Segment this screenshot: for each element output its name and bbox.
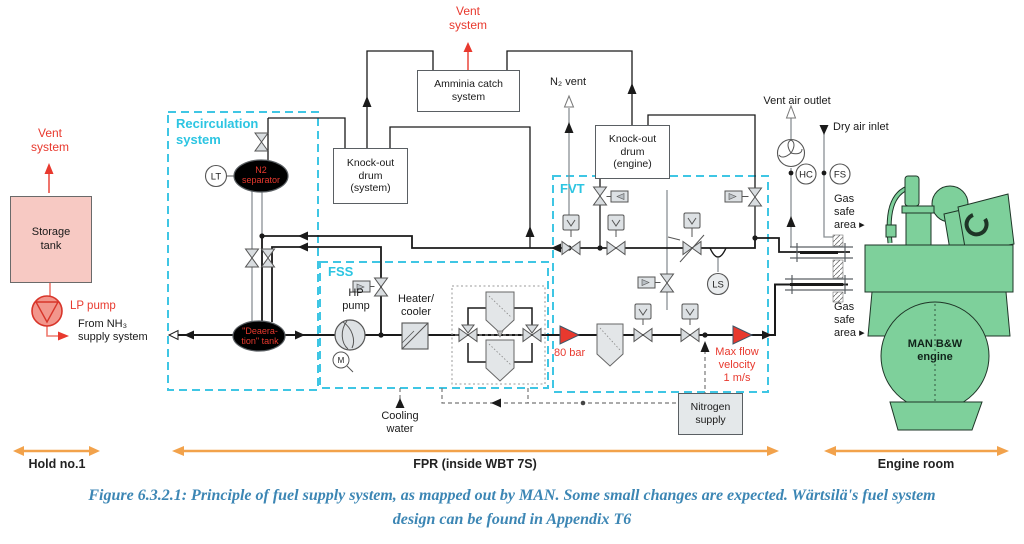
deaeration-tank-vessel [232, 320, 286, 352]
zone-engine-room-label: Engine room [877, 457, 955, 471]
deaeration-tank-label: "Deaera-tion" tank [241, 326, 279, 347]
vent-pipes [267, 50, 756, 248]
filter-assembly [451, 285, 546, 385]
pipe-bundle-upper [790, 243, 853, 262]
spring-actuators [562, 212, 701, 325]
zone-fpr-label: FPR (inside WBT 7S) [413, 457, 537, 471]
zone-hold-label: Hold no.1 [28, 457, 86, 471]
red-lines [44, 42, 473, 341]
dry-air-inlet-label: Dry air inlet [833, 121, 889, 133]
storage-tank: Storage tank [10, 196, 92, 283]
fss-label: FSS [328, 264, 354, 279]
fvt-label: FVT [560, 181, 585, 196]
fan-icon [776, 138, 806, 168]
knockout-drum-system-box: Knock-out drum (system) [333, 148, 408, 204]
valves [244, 132, 763, 343]
instrument-bubbles: LT LS HC FS M [204, 163, 851, 365]
zone-arrows [13, 446, 1009, 456]
lp-pump-symbol [31, 295, 63, 327]
recirculation-boundary [167, 111, 319, 391]
hp-pump-symbol [332, 319, 366, 373]
heater-cooler-symbol [401, 322, 429, 350]
hc-indicator: HC [799, 170, 813, 181]
control-valve-slash [679, 234, 705, 263]
80-bar-label: 80 bar [554, 347, 586, 359]
pipe-bundle-lower [785, 275, 853, 294]
heater-cooler-label: Heater/cooler [397, 293, 435, 318]
lp-pump-label: LP pump [70, 300, 116, 312]
fs-indicator: FS [834, 170, 846, 181]
pressure-triangle-80bar [559, 325, 581, 345]
man-engine-illustration [864, 175, 1015, 431]
lt-indicator: LT [211, 172, 222, 183]
amminia-catch-box: Amminia catch system [417, 70, 520, 112]
figure-caption-line1: Figure 6.3.2.1: Principle of fuel supply… [88, 487, 936, 504]
figure-caption-line2: design can be found in Appendix T6 [392, 511, 632, 528]
nitrogen-supply-box: Nitrogen supply [678, 393, 743, 435]
flow-arrows [167, 83, 829, 408]
ls-trap [709, 247, 727, 258]
hp-filter [596, 323, 624, 367]
bulkhead-hatch [832, 234, 844, 303]
fss-boundary [319, 261, 549, 389]
flow-triangle-max-velocity [732, 325, 754, 345]
n2-vent-label: N₂ vent [549, 76, 587, 88]
knockout-drum-engine-box: Knock-out drum (engine) [595, 125, 670, 179]
vent-air-outlet-label: Vent air outlet [763, 95, 831, 107]
box-actuators [352, 190, 749, 293]
motor-indicator: M [338, 356, 345, 365]
ls-indicator: LS [712, 280, 724, 291]
